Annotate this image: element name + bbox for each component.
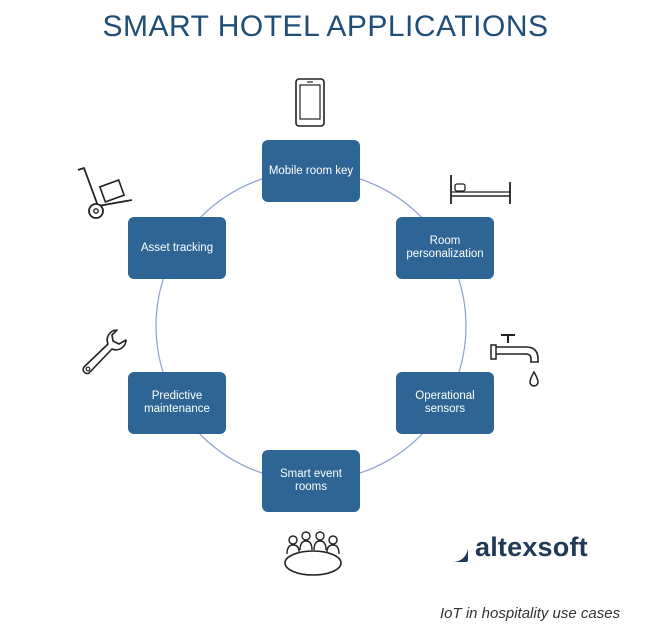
node-predictive-maintenance: Predictive maintenance xyxy=(128,372,226,434)
node-operational-sensors: Operational sensors xyxy=(396,372,494,434)
node-label: Asset tracking xyxy=(140,241,214,254)
node-asset-tracking: Asset tracking xyxy=(128,217,226,279)
node-label: Room personalization xyxy=(406,235,484,260)
node-label: Mobile room key xyxy=(268,164,354,177)
node-mobile-room-key: Mobile room key xyxy=(262,140,360,202)
faucet-icon xyxy=(490,334,539,387)
altexsoft-logo-mark xyxy=(438,532,468,562)
hand-truck-icon xyxy=(77,167,133,219)
altexsoft-logo: altexsoft xyxy=(437,531,588,563)
smartphone-icon xyxy=(295,78,325,127)
page-title: SMART HOTEL APPLICATIONS xyxy=(102,10,549,43)
bed-icon xyxy=(450,175,511,204)
altexsoft-logo-text: altexsoft xyxy=(475,531,588,562)
meeting-table-icon xyxy=(284,531,342,576)
figure-caption: IoT in hospitality use cases xyxy=(440,605,621,622)
node-label: Operational sensors xyxy=(415,390,475,415)
node-label: Predictive maintenance xyxy=(144,390,210,415)
wrench-icon xyxy=(82,329,127,375)
node-smart-event-rooms: Smart event rooms xyxy=(262,450,360,512)
node-label: Smart event rooms xyxy=(280,468,342,493)
node-room-personalization: Room personalization xyxy=(396,217,494,279)
